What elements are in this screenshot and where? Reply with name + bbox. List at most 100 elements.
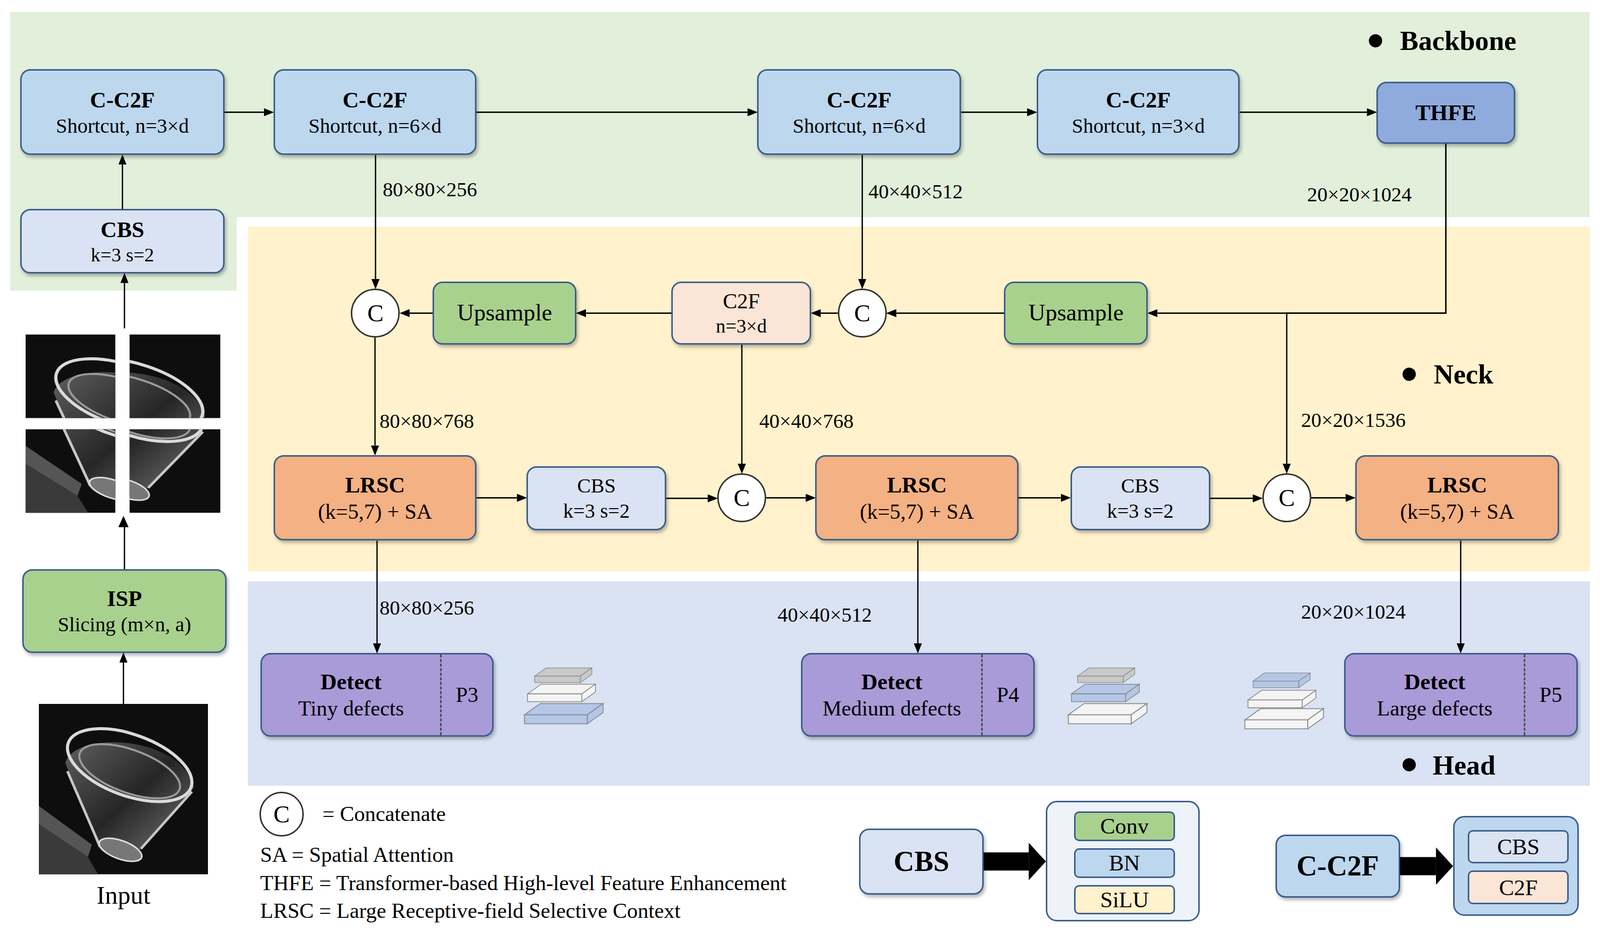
legend-container: CBS C2F [1453, 816, 1579, 917]
box-subtitle: Large defects [1376, 695, 1493, 722]
section-heading: Neck [1433, 357, 1493, 391]
scale-tag: P5 [1523, 654, 1576, 736]
connector [983, 852, 1029, 871]
image-caption: Input [38, 880, 209, 911]
lrsc-block: LRSC(k=5,7) + SA [1355, 455, 1560, 542]
box-title: CBS [576, 473, 616, 499]
lrsc-block: LRSC(k=5,7) + SA [273, 455, 477, 542]
box-title: LRSC [1427, 471, 1488, 499]
box-title: Upsample [456, 298, 552, 328]
box-title: C-C2F [1105, 86, 1171, 114]
box-title: C-C2F [342, 86, 408, 114]
box-title: C-C2F [1296, 848, 1379, 884]
box-subtitle: (k=5,7) + SA [860, 498, 975, 525]
upsample-block: Upsample [1003, 281, 1148, 345]
concat-node: C [717, 473, 767, 523]
box-title: Conv [1100, 812, 1149, 840]
box-subtitle: Shortcut, n=3×d [56, 113, 189, 139]
dimension-label: 20×20×1024 [1301, 600, 1406, 625]
box-subtitle: (k=5,7) + SA [317, 498, 433, 525]
lrsc-block: LRSC(k=5,7) + SA [815, 455, 1019, 542]
dimension-label: 80×80×768 [379, 409, 474, 435]
box-subtitle: Shortcut, n=6×d [792, 113, 926, 139]
box-subtitle: Slicing (m×n, a) [58, 612, 192, 637]
box-title: C2F [1499, 874, 1538, 902]
connector [1400, 857, 1436, 876]
cbs-block: CBSk=3 s=2 [526, 466, 667, 531]
neck-band: NeckCUpsampleC2Fn=3×dCUpsampleLRSC(k=5,7… [247, 226, 1590, 572]
isp-block: ISPSlicing (m×n, a) [22, 569, 227, 654]
dimension-label: 40×40×512 [868, 179, 963, 205]
detect-text: DetectLarge defects [1345, 654, 1525, 736]
box-title: LRSC [345, 471, 406, 499]
legend-note: LRSC = Large Receptive-field Selective C… [260, 898, 681, 925]
legend-block: CBS [859, 828, 984, 895]
c2f-block: C-C2FShortcut, n=6×d [273, 69, 477, 155]
concat-node: C [837, 288, 887, 338]
dimension-label: 40×40×512 [777, 603, 873, 628]
legend-note: SA = Spatial Attention [260, 842, 455, 869]
scale-tag: P3 [440, 654, 493, 736]
legend-part: CBS [1467, 830, 1569, 865]
detect-text: DetectMedium defects [802, 654, 982, 736]
dimension-label: 40×40×768 [759, 409, 854, 435]
box-title: LRSC [886, 471, 947, 499]
box-title: Detect [320, 668, 382, 696]
dimension-label: 20×20×1024 [1307, 182, 1412, 208]
box-title: C-C2F [89, 86, 155, 114]
input-photo-content [38, 704, 209, 875]
box-title: Detect [1404, 668, 1466, 696]
box-subtitle: k=3 s=2 [90, 243, 154, 268]
dimension-label: 20×20×1536 [1301, 408, 1406, 434]
box-subtitle: Tiny defects [298, 695, 404, 722]
box-title: ISP [107, 584, 142, 613]
concat-node: C [1262, 473, 1312, 523]
box-title: THFE [1415, 98, 1477, 127]
box-subtitle: k=3 s=2 [1106, 498, 1174, 524]
legend-part: SiLU [1074, 885, 1176, 916]
box-title: CBS [1121, 473, 1160, 499]
legend-block: C-C2F [1275, 834, 1401, 898]
detect-text: DetectTiny defects [261, 654, 441, 736]
box-title: C [367, 298, 384, 329]
legend-note: THFE = Transformer-based High-level Feat… [260, 870, 787, 897]
detect-block: DetectLarge defectsP5 [1344, 653, 1578, 737]
box-title: Detect [861, 668, 923, 696]
scale-tag: P4 [981, 654, 1034, 736]
legend-text: = Concatenate [322, 801, 446, 828]
box-subtitle: n=3×d [715, 314, 767, 339]
box-title: BN [1108, 849, 1141, 877]
box-title: C2F [722, 288, 760, 315]
cbs-block: CBSk=3 s=2 [1070, 466, 1211, 531]
detect-block: DetectTiny defectsP3 [260, 653, 495, 737]
input-image: Input [38, 704, 209, 875]
c2f-block: C-C2FShortcut, n=3×d [1036, 69, 1240, 155]
legend-swatch: C [259, 791, 305, 837]
input-photo [38, 704, 209, 875]
c2f-block: C-C2FShortcut, n=3×d [20, 69, 225, 155]
section-heading: Head [1432, 749, 1496, 782]
box-title: C [1278, 483, 1295, 513]
c2f-block: C2Fn=3×d [671, 281, 812, 345]
box-subtitle: Shortcut, n=3×d [1071, 113, 1205, 139]
box-subtitle: (k=5,7) + SA [1400, 498, 1515, 525]
image-slices [20, 328, 225, 528]
legend-symbol: C [273, 799, 290, 830]
box-subtitle: Shortcut, n=6×d [308, 113, 442, 139]
box-title: C [733, 483, 751, 513]
concat-node: C [350, 288, 400, 338]
box-subtitle: k=3 s=2 [563, 498, 630, 524]
box-title: SiLU [1100, 886, 1149, 914]
box-subtitle: Medium defects [822, 695, 962, 722]
dimension-label: 80×80×256 [382, 177, 477, 203]
c2f-block: C-C2FShortcut, n=6×d [757, 69, 962, 155]
dimension-label: 80×80×256 [379, 596, 474, 621]
section-heading: Backbone [1400, 24, 1517, 58]
box-title: C-C2F [826, 86, 892, 114]
upsample-block: Upsample [432, 281, 577, 345]
box-title: CBS [1497, 833, 1540, 861]
legend-part: C2F [1467, 870, 1569, 905]
cbs-block: CBSk=3 s=2 [20, 208, 225, 274]
legend-part: Conv [1074, 811, 1176, 842]
